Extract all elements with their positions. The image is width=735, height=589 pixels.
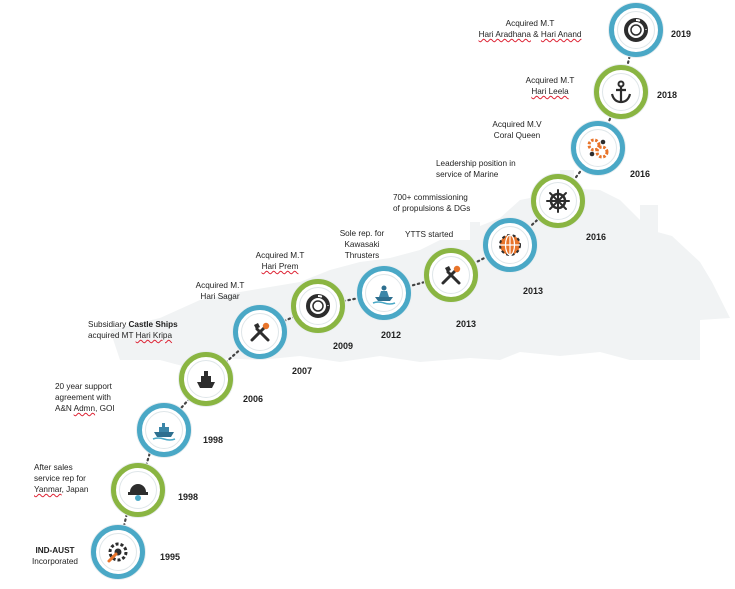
anchor-icon [610, 80, 632, 104]
node-2018 [594, 65, 648, 119]
lifebuoy-icon [623, 17, 649, 43]
hard-hat-gear-icon [128, 484, 148, 501]
propeller-icon [372, 285, 396, 305]
year-label: 2013 [456, 319, 477, 329]
year-label: 2007 [292, 366, 313, 376]
year-label: 2009 [333, 341, 354, 351]
milestone-text-2019: Acquired M.T Hari Aradhana & Hari Anand [478, 19, 582, 39]
year-label: 2018 [657, 90, 678, 100]
tools-icon [438, 262, 464, 288]
milestone-text-2016-coral-queen: Acquired M.V Coral Queen [492, 120, 542, 140]
gears-icon [587, 138, 609, 159]
milestone-text-1998-andaman: 20 year support agreement with A&N Admn,… [55, 382, 115, 413]
milestone-text-2007: Acquired M.T Hari Sagar [195, 281, 245, 301]
milestone-text-1995: IND-AUST Incorporated [32, 546, 78, 566]
milestone-text-2009: Acquired M.T Hari Prem [255, 251, 305, 271]
milestone-text-2013-commissioning: 700+ commissioning of propulsions & DGs [393, 193, 471, 213]
year-label: 2016 [630, 169, 651, 179]
node-2009 [291, 279, 345, 333]
node-2007 [233, 305, 287, 359]
year-label: 1998 [203, 435, 224, 445]
year-label: 2012 [381, 330, 402, 340]
year-label: 2019 [671, 29, 692, 39]
tools-icon [247, 319, 273, 345]
node-1995 [91, 525, 145, 579]
helm-icon [546, 189, 570, 213]
node-1998-andaman [137, 403, 191, 457]
year-label: 2006 [243, 394, 264, 404]
node-2016-leadership [531, 174, 585, 228]
milestone-text-2006: Subsidiary Castle Ships acquired MT Hari… [88, 320, 178, 340]
node-2012 [357, 266, 411, 320]
milestone-text-2018: Acquired M.T Hari Leela [525, 76, 575, 96]
year-label: 1995 [160, 552, 181, 562]
ship-icon [197, 371, 215, 388]
lifebuoy-icon [305, 293, 331, 319]
vessel-icon [152, 423, 176, 441]
globe-gear-icon [499, 234, 521, 256]
node-2016-coral-queen [571, 121, 625, 175]
gear-wrench-icon [107, 542, 128, 563]
milestone-text-1998-yanmar: After sales service rep for Yanmar, Japa… [34, 463, 89, 494]
node-2013-ytts [424, 248, 478, 302]
node-2006 [179, 352, 233, 406]
milestone-text-2012: Sole rep. for Kawasaki Thrusters [339, 229, 385, 260]
node-1998-yanmar [111, 463, 165, 517]
year-label: 2016 [586, 232, 607, 242]
year-label: 1998 [178, 492, 199, 502]
node-2019 [609, 3, 663, 57]
node-2013-commissioning [483, 218, 537, 272]
milestone-text-2013-ytts: YTTS started [405, 230, 454, 239]
milestone-text-2016-leadership: Leadership position in service of Marine [436, 159, 516, 179]
year-label: 2013 [523, 286, 544, 296]
